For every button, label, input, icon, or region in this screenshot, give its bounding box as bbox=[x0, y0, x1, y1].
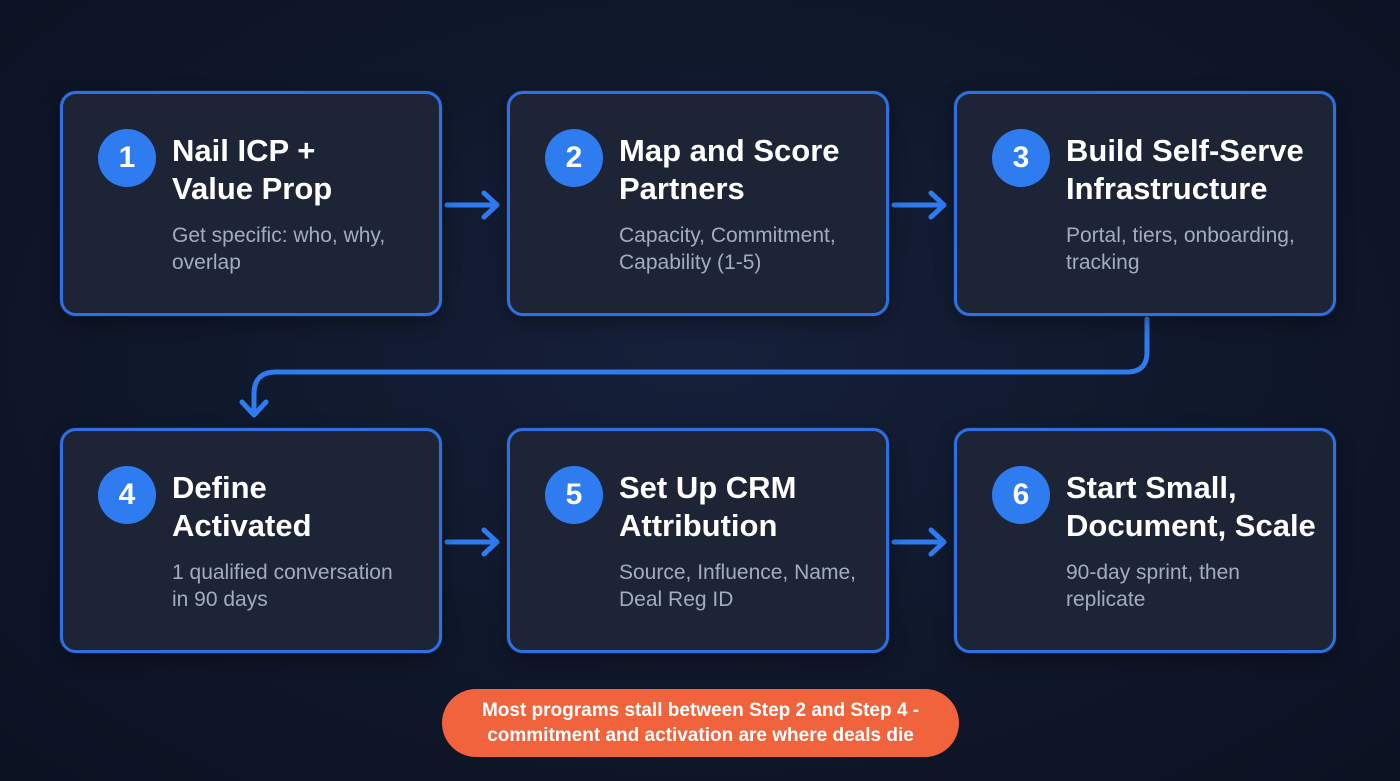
callout-banner: Most programs stall between Step 2 and S… bbox=[442, 689, 959, 757]
step-title: Define Activated bbox=[172, 470, 312, 543]
step-description: 90-day sprint, then replicate bbox=[1066, 561, 1240, 611]
step-title: Set Up CRM Attribution bbox=[619, 470, 797, 543]
step-card-3: 3 Build Self-Serve Infrastructure Portal… bbox=[954, 91, 1336, 316]
step-title: Map and Score Partners bbox=[619, 133, 840, 206]
step-title: Nail ICP + Value Prop bbox=[172, 133, 333, 206]
step-title: Start Small, Document, Scale bbox=[1066, 470, 1316, 543]
step-number-badge: 5 bbox=[545, 466, 603, 524]
arrowhead-2-to-3 bbox=[928, 190, 947, 220]
step-number-badge: 4 bbox=[98, 466, 156, 524]
step-description: Capacity, Commitment, Capability (1-5) bbox=[619, 224, 836, 274]
step-card-2: 2 Map and Score Partners Capacity, Commi… bbox=[507, 91, 889, 316]
arrowhead-5-to-6 bbox=[928, 527, 947, 557]
step-number-badge: 3 bbox=[992, 129, 1050, 187]
step-card-1: 1 Nail ICP + Value Prop Get specific: wh… bbox=[60, 91, 442, 316]
step-card-4: 4 Define Activated 1 qualified conversat… bbox=[60, 428, 442, 653]
arrowhead-1-to-2 bbox=[481, 190, 500, 220]
step-number-badge: 6 bbox=[992, 466, 1050, 524]
step-description: 1 qualified conversation in 90 days bbox=[172, 561, 393, 611]
step-card-5: 5 Set Up CRM Attribution Source, Influen… bbox=[507, 428, 889, 653]
step-title: Build Self-Serve Infrastructure bbox=[1066, 133, 1304, 206]
step-number-badge: 1 bbox=[98, 129, 156, 187]
arrowhead-3-to-4 bbox=[239, 399, 269, 418]
arrowhead-4-to-5 bbox=[481, 527, 500, 557]
step-description: Source, Influence, Name, Deal Reg ID bbox=[619, 561, 856, 611]
step-description: Portal, tiers, onboarding, tracking bbox=[1066, 224, 1295, 274]
step-description: Get specific: who, why, overlap bbox=[172, 224, 386, 274]
arrow-3-to-4 bbox=[251, 316, 1150, 415]
step-card-6: 6 Start Small, Document, Scale 90-day sp… bbox=[954, 428, 1336, 653]
step-number-badge: 2 bbox=[545, 129, 603, 187]
